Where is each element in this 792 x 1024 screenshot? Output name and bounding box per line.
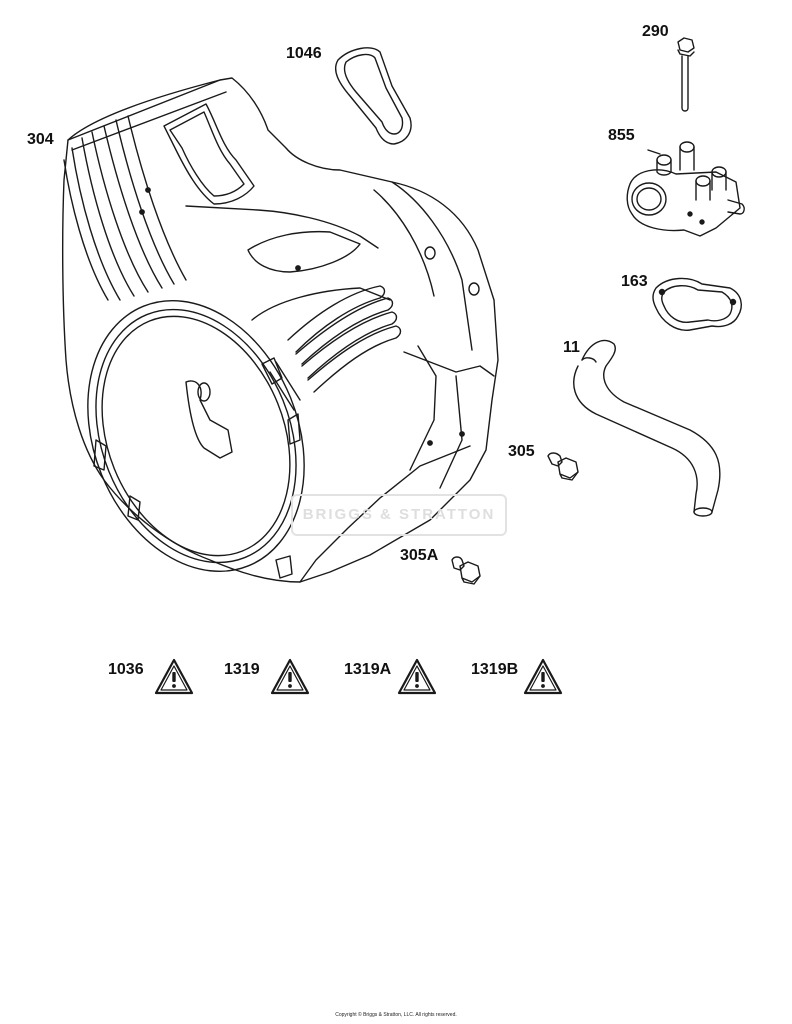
decal-label-1319b[interactable]: 1319B xyxy=(471,661,519,678)
callout-163[interactable]: 163 xyxy=(621,273,648,290)
callout-290[interactable]: 290 xyxy=(642,23,669,40)
warning-triangle-icon xyxy=(270,658,310,695)
decal-label-1036[interactable]: 1036 xyxy=(108,661,144,678)
callout-305[interactable]: 305 xyxy=(508,443,535,460)
warning-triangle-icon xyxy=(154,658,194,695)
bolt-290[interactable] xyxy=(677,37,695,112)
screw-305[interactable] xyxy=(547,452,579,481)
decal-label-1319a[interactable]: 1319A xyxy=(344,661,392,678)
copyright-notice: Copyright © Briggs & Stratton, LLC. All … xyxy=(335,1012,457,1018)
warning-triangle-icon xyxy=(397,658,437,695)
seal-part[interactable] xyxy=(334,47,412,145)
screw-305a[interactable] xyxy=(451,556,481,585)
callout-1046[interactable]: 1046 xyxy=(286,45,322,62)
callout-304[interactable]: 304 xyxy=(27,131,54,148)
warning-triangle-icon xyxy=(523,658,563,695)
fitting-855[interactable] xyxy=(626,141,745,237)
blower-housing[interactable] xyxy=(49,77,499,604)
callout-305a[interactable]: 305A xyxy=(400,547,439,564)
hose-11[interactable] xyxy=(573,339,721,517)
callout-11[interactable]: 11 xyxy=(563,339,580,356)
brand-watermark: BRIGGS & STRATTON xyxy=(291,494,507,536)
gasket-163[interactable] xyxy=(652,277,742,331)
decal-label-1319[interactable]: 1319 xyxy=(224,661,260,678)
callout-855[interactable]: 855 xyxy=(608,127,635,144)
